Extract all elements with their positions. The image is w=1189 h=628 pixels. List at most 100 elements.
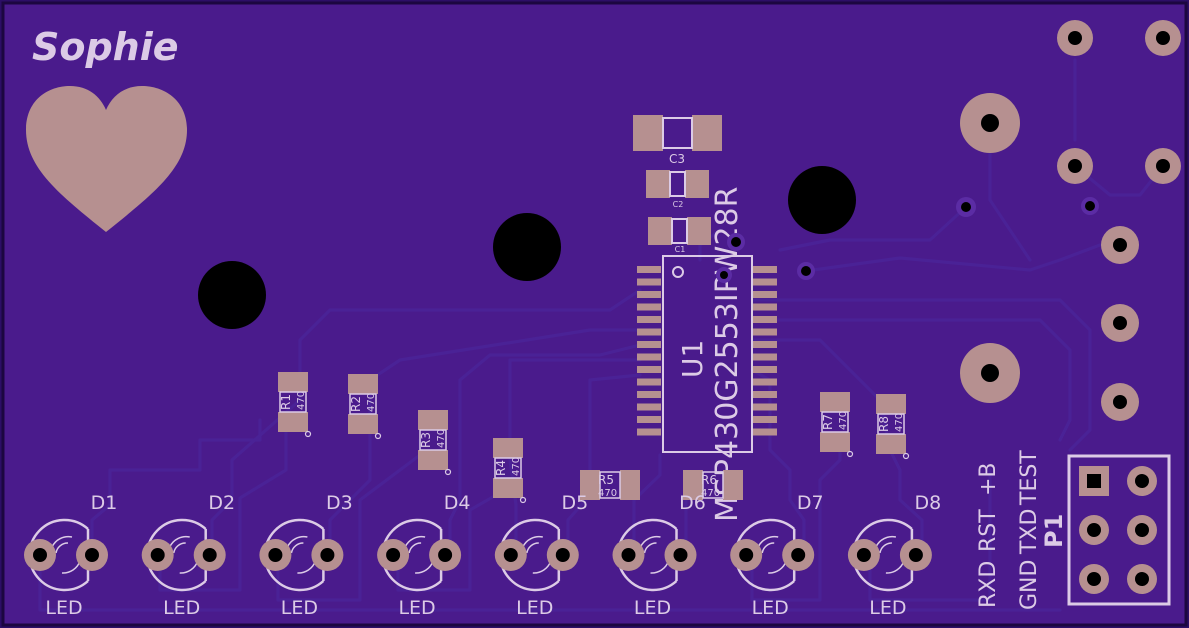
ic-pin xyxy=(753,341,777,348)
resistor-ref-label: R4 xyxy=(494,460,508,476)
capacitor-label: C2 xyxy=(673,200,684,209)
trace xyxy=(750,338,924,557)
ic-pin xyxy=(637,341,661,348)
ic-pin xyxy=(753,266,777,273)
trace xyxy=(750,448,842,602)
ic-pin xyxy=(637,428,661,436)
led-ref-label: D4 xyxy=(444,492,471,514)
ic-pin xyxy=(637,328,661,336)
ic-pin xyxy=(753,391,777,398)
resistor-ref-label: R6 xyxy=(701,473,717,487)
led-value-label: LED xyxy=(45,597,82,619)
header-label-gnd: GND xyxy=(1017,560,1042,610)
trace xyxy=(210,288,642,557)
ic-ref-label: U1 xyxy=(676,340,709,378)
ic-pin xyxy=(637,303,661,311)
resistor-ref-label: R5 xyxy=(598,473,614,487)
led-ref-label: D6 xyxy=(679,492,706,514)
ic-pin xyxy=(637,366,661,373)
capacitor-c1: C1 xyxy=(648,217,711,254)
header-label-plus-b: +B xyxy=(976,462,1001,496)
ic-pin xyxy=(753,353,777,361)
resistor-value-label: 470 xyxy=(511,457,522,476)
trace xyxy=(778,205,968,252)
capacitor-c2: C2 xyxy=(646,170,709,209)
led-value-label: LED xyxy=(281,597,318,619)
ic-pin xyxy=(637,316,661,323)
header-label-rst: RST xyxy=(976,509,1001,552)
led-value-label: LED xyxy=(634,597,671,619)
resistor-ref-label: R8 xyxy=(877,416,891,432)
ic-pin xyxy=(753,291,777,298)
led-ref-label: D2 xyxy=(208,492,235,514)
led-ref-label: D8 xyxy=(915,492,942,514)
led-ref-label: D3 xyxy=(326,492,353,514)
capacitor-label: C1 xyxy=(675,245,686,254)
led-value-label: LED xyxy=(163,597,200,619)
ic-pin xyxy=(637,416,661,423)
mounting-hole xyxy=(788,166,856,234)
trace xyxy=(632,453,662,557)
header-p1: P1 RXD RST +B GND TXD TEST xyxy=(976,450,1171,610)
ic-pin xyxy=(637,291,661,298)
led-ref-label: D1 xyxy=(91,492,118,514)
led-value-label: LED xyxy=(516,597,553,619)
capacitor-label: C3 xyxy=(669,152,685,166)
ic-pin xyxy=(753,416,777,423)
resistor-ref-label: R7 xyxy=(821,414,835,430)
board-name-label: Sophie xyxy=(32,25,179,69)
ic-pin xyxy=(753,366,777,373)
resistor-value-label: 470 xyxy=(436,429,447,448)
ic-pin xyxy=(753,378,777,386)
ic-pin xyxy=(637,391,661,398)
through-hole-pads xyxy=(960,20,1181,421)
ic-pin xyxy=(753,428,777,436)
heart-icon xyxy=(26,86,187,232)
ic-pin xyxy=(637,353,661,361)
resistor-value-label: 470 xyxy=(894,413,905,432)
mounting-hole xyxy=(198,261,266,329)
led-ref-label: D5 xyxy=(561,492,588,514)
trace xyxy=(1073,164,1165,197)
trace xyxy=(750,298,1092,452)
resistor-value-label: 470 xyxy=(838,411,849,430)
ic-pin xyxy=(753,316,777,323)
resistor-ref-label: R2 xyxy=(349,396,363,412)
resistor-value-label: 470 xyxy=(366,393,377,412)
header-label-test: TEST xyxy=(1017,450,1042,506)
trace xyxy=(868,468,992,602)
header-label-rxd: RXD xyxy=(976,561,1001,608)
capacitor-c3: C3 xyxy=(633,115,722,166)
ic-pin xyxy=(753,278,777,286)
ic-pin xyxy=(753,303,777,311)
mounting-hole xyxy=(493,213,561,281)
trace xyxy=(396,488,507,592)
trace xyxy=(158,428,288,592)
ic-pin xyxy=(753,328,777,336)
resistor-ref-label: R1 xyxy=(279,394,293,410)
ic-pin xyxy=(637,403,661,411)
trace xyxy=(804,243,1102,273)
resistor-value-label: 470 xyxy=(701,488,720,499)
led-value-label: LED xyxy=(398,597,435,619)
header-label-txd: TXD xyxy=(1017,509,1042,555)
trace xyxy=(448,343,642,557)
resistor-ref-label: R3 xyxy=(419,432,433,448)
led-value-label: LED xyxy=(869,597,906,619)
